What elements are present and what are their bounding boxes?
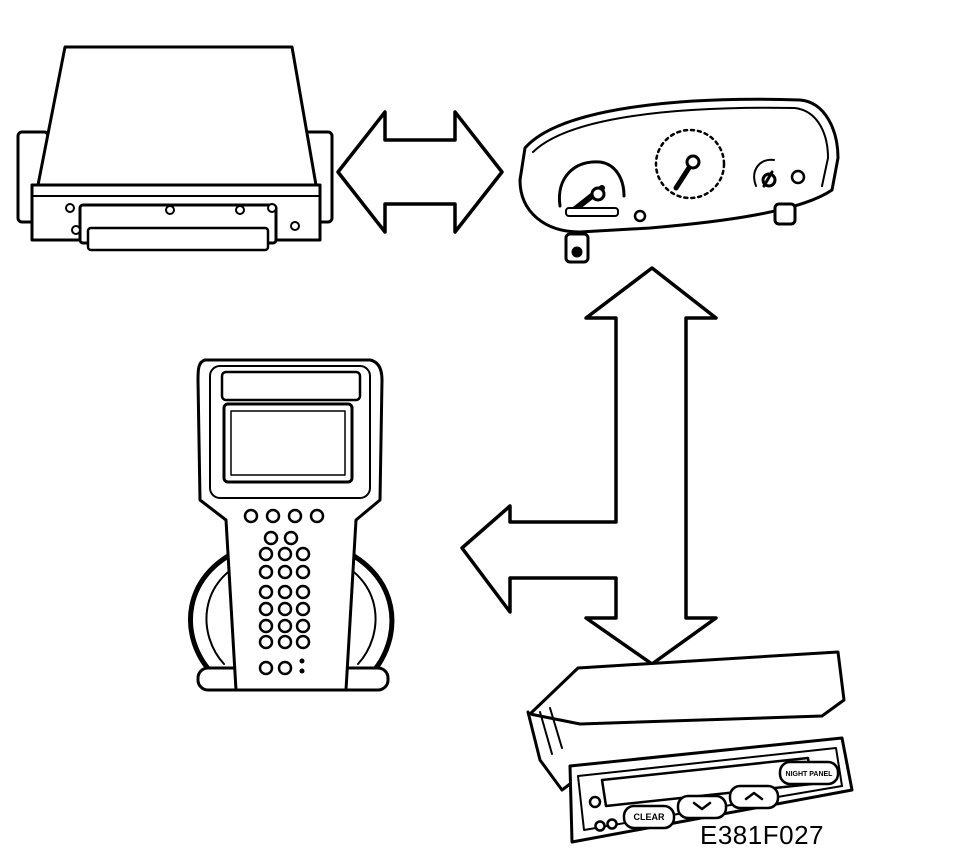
tool-top-panel	[220, 370, 362, 402]
night-panel-button	[778, 760, 840, 786]
fuel-gauge	[557, 160, 626, 217]
function-keys	[243, 508, 325, 524]
diagnostic-scan-tool	[188, 358, 395, 692]
bidirectional-arrow-vertical-branch	[460, 266, 718, 666]
bidirectional-arrow-horizontal	[336, 110, 504, 234]
up-button	[728, 784, 780, 810]
clear-button	[622, 804, 676, 830]
figure-code: E381F027	[700, 820, 824, 850]
control-module	[16, 45, 334, 252]
tachometer-gauge	[654, 128, 726, 200]
instrument-cluster	[518, 97, 840, 264]
cluster-tab-right	[773, 202, 797, 226]
module-lid	[36, 45, 318, 187]
display-panel-unit: CLEAR NIGHT PANEL	[526, 650, 854, 844]
night-panel-button-label: NIGHT PANEL	[786, 771, 834, 778]
keypad	[258, 530, 311, 676]
clear-button-label: CLEAR	[634, 812, 665, 822]
temperature-gauge	[753, 158, 777, 188]
down-button	[676, 794, 728, 820]
cluster-knob	[790, 169, 806, 185]
